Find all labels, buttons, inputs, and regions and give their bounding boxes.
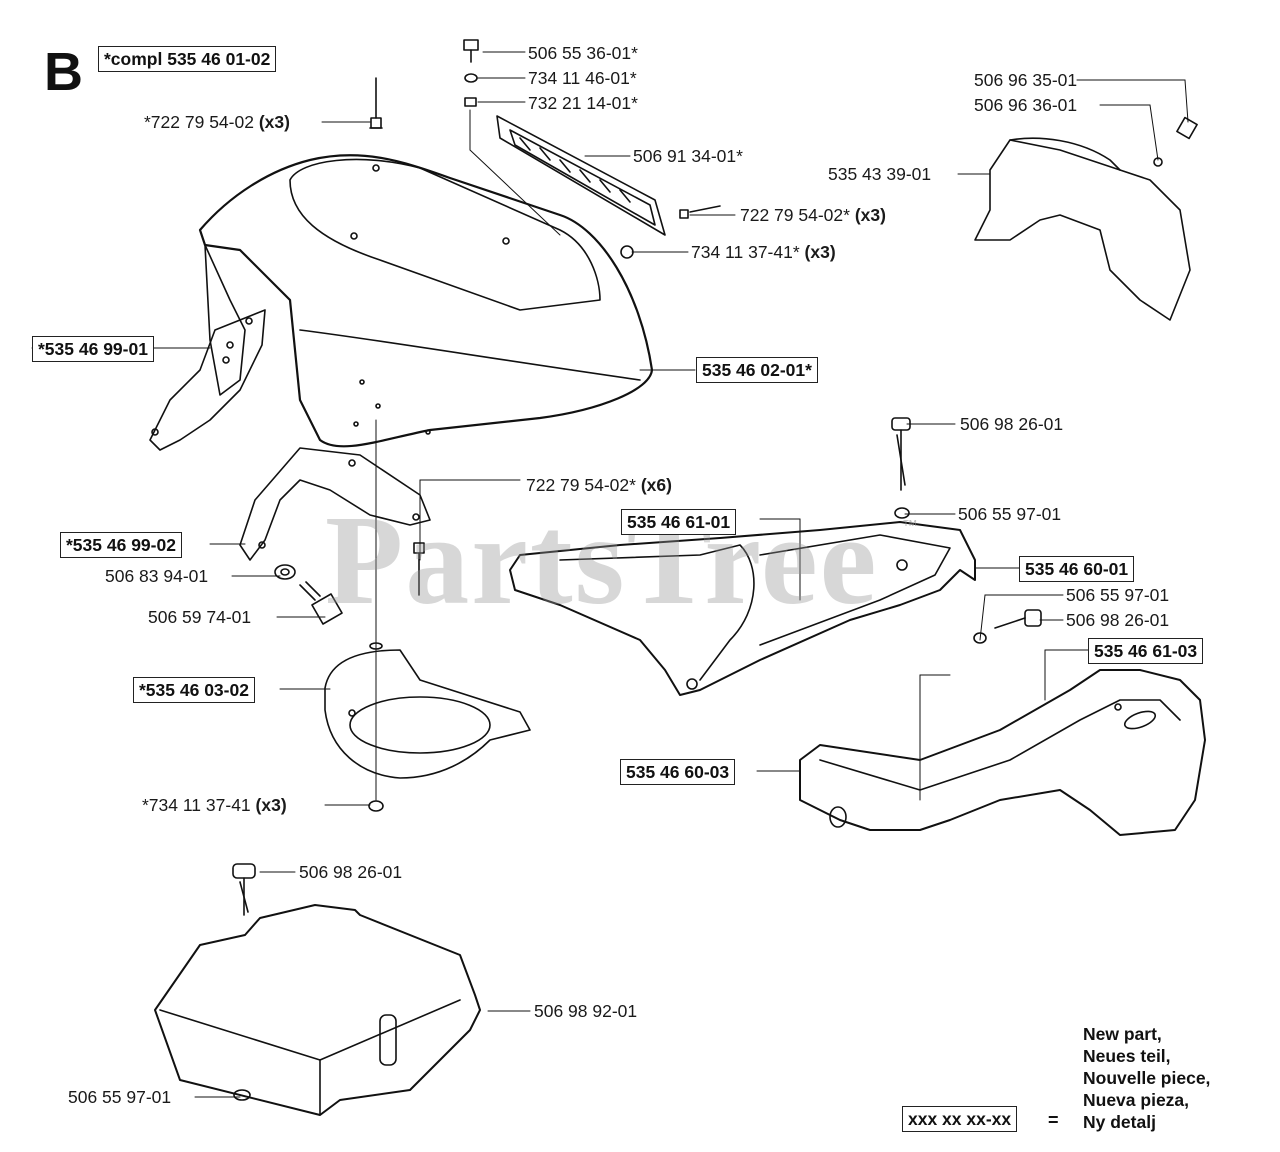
callout-722795402-a[interactable]: *722 79 54-02 (x3) [144, 112, 290, 132]
left-bracket-02 [239, 447, 431, 561]
callout-535460201[interactable]: 535 46 02-01* [696, 357, 818, 383]
left-bracket-01 [149, 309, 266, 451]
callout-535466003[interactable]: 535 46 60-03 [620, 759, 736, 785]
rivet-top [369, 77, 383, 129]
quantity: (x3) [258, 112, 290, 132]
bottom-battery-cover [154, 904, 481, 1116]
callout-535433901[interactable]: 535 43 39-01 [828, 164, 932, 184]
callout-734113741-b[interactable]: *734 11 37-41 (x3) [142, 795, 287, 815]
quantity: (x6) [640, 475, 672, 495]
screws-right [891, 417, 1042, 644]
watermark-trademark: ™ [902, 518, 918, 535]
callout-734114601[interactable]: 734 11 46-01* [528, 68, 637, 88]
quantity: (x3) [804, 242, 836, 262]
quantity: (x3) [255, 795, 287, 815]
callout-734113741-a[interactable]: 734 11 37-41* (x3) [691, 242, 836, 262]
callout-506597401[interactable]: 506 59 74-01 [148, 607, 252, 627]
callout-732211401[interactable]: 732 21 14-01* [528, 93, 638, 113]
legend-line: Neues teil, [1083, 1046, 1171, 1066]
legend-line: Ny detalj [1083, 1112, 1156, 1132]
callout-535466101[interactable]: 535 46 61-01 [621, 509, 737, 535]
callout-722795402-c[interactable]: 722 79 54-02* (x6) [526, 475, 672, 495]
section-letter: B [44, 42, 83, 102]
lower-bowl [324, 642, 531, 812]
callout-506989201[interactable]: 506 98 92-01 [534, 1001, 638, 1021]
legend-line: New part, [1083, 1024, 1162, 1044]
part-number: 734 11 37-41* [691, 242, 800, 262]
watermark: PartsTree [325, 489, 879, 631]
callout-506839401[interactable]: 506 83 94-01 [105, 566, 209, 586]
fasteners-top [463, 39, 634, 259]
callout-506559701-b[interactable]: 506 55 97-01 [1066, 585, 1170, 605]
callout-506559701-a[interactable]: 506 55 97-01 [958, 504, 1062, 524]
callout-506553601[interactable]: 506 55 36-01* [528, 43, 638, 63]
legend-equals: = [1048, 1110, 1059, 1130]
callout-535469902[interactable]: *535 46 99-02 [60, 532, 182, 558]
quantity: (x3) [854, 205, 886, 225]
legend-text: New part, Neues teil, Nouvelle piece, Nu… [1083, 1023, 1210, 1133]
callout-535466103[interactable]: 535 46 61-03 [1088, 638, 1204, 664]
legend-code-box: xxx xx xx-xx [902, 1106, 1018, 1132]
callout-506982601-b[interactable]: 506 98 26-01 [1066, 610, 1170, 630]
part-number: 722 79 54-02* [740, 205, 850, 225]
legend-line: Nouvelle piece, [1083, 1068, 1211, 1088]
callout-compl[interactable]: *compl 535 46 01-02 [98, 46, 277, 72]
callout-506963501[interactable]: 506 96 35-01 [974, 70, 1078, 90]
part-number: 722 79 54-02* [526, 475, 636, 495]
part-number: *722 79 54-02 [144, 112, 254, 132]
side-cover-top-right [974, 116, 1198, 321]
callout-506982601-a[interactable]: 506 98 26-01 [960, 414, 1064, 434]
callout-506963601[interactable]: 506 96 36-01 [974, 95, 1078, 115]
screw-bottom [232, 863, 256, 916]
right-floor-panel [509, 521, 976, 696]
callout-506559701-c[interactable]: 506 55 97-01 [68, 1087, 172, 1107]
rivet-pin [413, 542, 425, 596]
main-hood [198, 154, 654, 448]
right-lower-panel [799, 669, 1206, 836]
callout-535469901[interactable]: *535 46 99-01 [32, 336, 154, 362]
grille-panel [496, 115, 721, 236]
washer-bolt-left [274, 564, 343, 625]
callout-506913401[interactable]: 506 91 34-01* [633, 146, 743, 166]
part-number: *734 11 37-41 [142, 795, 251, 815]
callout-535466001[interactable]: 535 46 60-01 [1019, 556, 1135, 582]
callout-535460302[interactable]: *535 46 03-02 [133, 677, 255, 703]
callout-506982601-c[interactable]: 506 98 26-01 [299, 862, 403, 882]
legend-line: Nueva pieza, [1083, 1090, 1190, 1110]
callout-722795402-b[interactable]: 722 79 54-02* (x3) [740, 205, 886, 225]
